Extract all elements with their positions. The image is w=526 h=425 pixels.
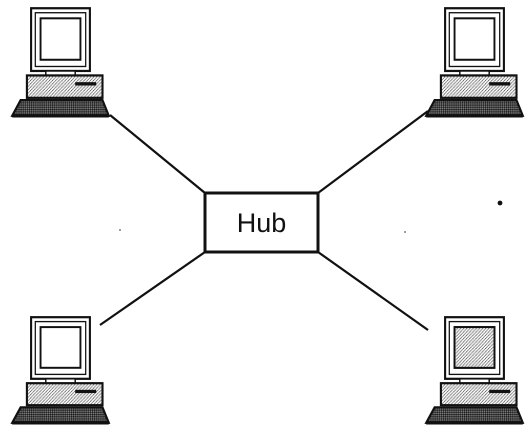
link-line-top-left xyxy=(109,114,206,194)
computer-top-left xyxy=(10,6,111,118)
link-line-bottom-right xyxy=(317,251,429,331)
speck-mark xyxy=(404,231,406,233)
desktop-computer-icon xyxy=(10,6,111,118)
link-line-bottom-left xyxy=(99,251,206,326)
computer-bottom-right xyxy=(424,315,525,425)
hub-box xyxy=(203,191,320,254)
hub-label: Hub xyxy=(237,208,287,238)
hub-node: Hub xyxy=(203,191,320,254)
link-line-top-right xyxy=(317,110,429,194)
desktop-computer-icon xyxy=(424,6,525,118)
computer-top-right xyxy=(424,6,525,118)
desktop-computer-icon xyxy=(10,315,111,425)
speck-mark xyxy=(497,200,503,206)
computer-bottom-left xyxy=(10,315,111,425)
speck-mark xyxy=(119,229,121,231)
